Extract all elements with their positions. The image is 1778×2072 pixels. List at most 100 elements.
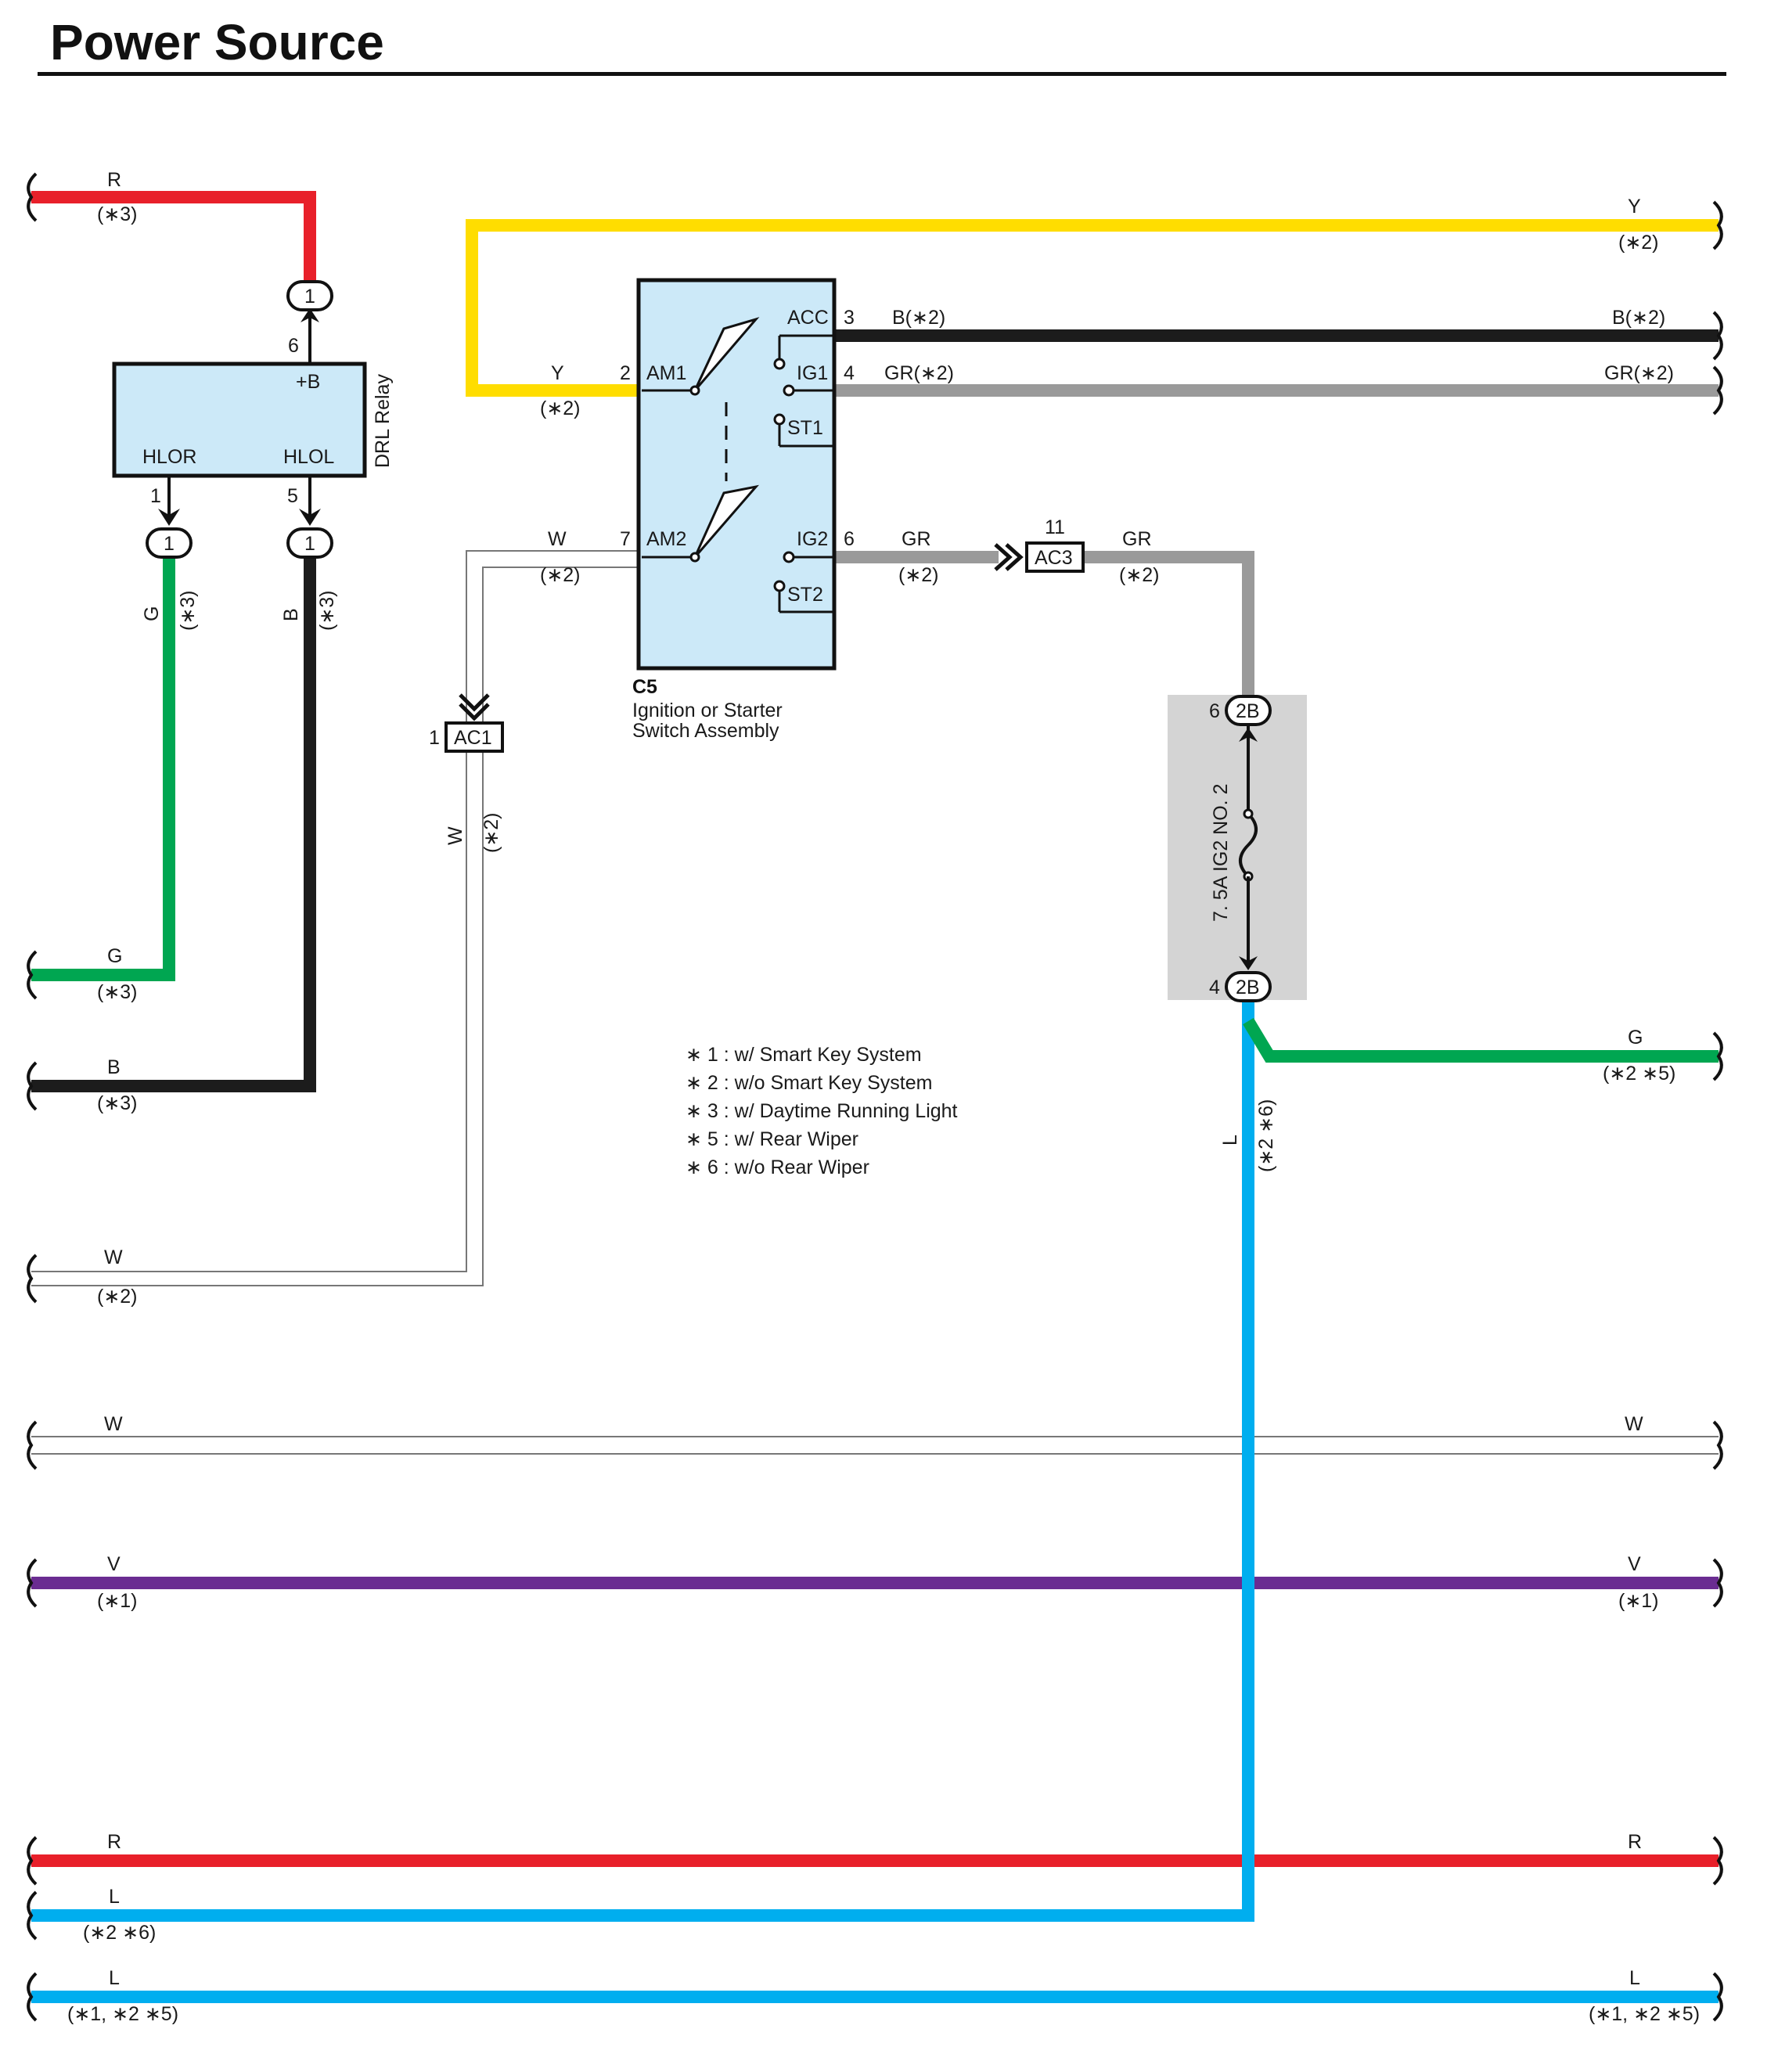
ignition-switch: AM1 AM2 ACC IG1 ST1 IG2 ST2 — [620, 278, 855, 742]
lbl-g-hlor: G — [141, 606, 163, 621]
fuse-connector-bottom-label: 2B — [1236, 977, 1260, 998]
lbl-r-bus-right: R — [1628, 1831, 1642, 1853]
lbl-l-bus2-left: L — [109, 1967, 120, 1989]
lbl-g-left: G — [107, 945, 122, 967]
lbl-gr-ig2-note: (∗2) — [898, 564, 939, 586]
ignition-switch-pin-6: 6 — [844, 528, 855, 550]
drl-relay-body — [112, 362, 367, 478]
page-title: Power Source — [50, 14, 384, 70]
lbl-y-right-note: (∗2) — [1618, 232, 1659, 254]
lbl-r-bus-left: R — [107, 1831, 121, 1853]
title-rule — [38, 72, 1726, 76]
ignition-switch-pin-2: 2 — [620, 362, 631, 384]
note-1: ∗ 1 : w/ Smart Key System — [686, 1044, 922, 1066]
terminal-am1: AM1 — [646, 362, 686, 384]
lbl-y-am1: Y — [551, 362, 564, 384]
wire-w-am2-outer — [31, 550, 639, 1272]
terminal-st1: ST1 — [787, 417, 823, 439]
lbl-g-hlor-note: (∗3) — [177, 590, 199, 631]
fuse-ig2-no2: 2B 6 2B 4 7. 5A IG2 NO. 2 — [1168, 695, 1307, 1002]
lbl-b-acc-right: B(∗2) — [1612, 307, 1665, 329]
drl-relay-pinnum-6: 6 — [288, 335, 299, 357]
lbl-gr-ig2: GR — [902, 528, 931, 550]
ignition-switch-body — [636, 278, 837, 671]
ignition-switch-name-2: Switch Assembly — [632, 720, 779, 742]
connector-ac3: AC3 11 — [994, 516, 1085, 573]
lbl-l-bus2-left-note: (∗1, ∗2 ∗5) — [67, 2003, 178, 2025]
lbl-y-am1-note: (∗2) — [540, 397, 581, 419]
wire-y-am1 — [466, 219, 1719, 397]
lbl-gr-ig1: GR(∗2) — [884, 362, 954, 384]
terminal-am2: AM2 — [646, 528, 686, 550]
lbl-g-right-note: (∗2 ∗5) — [1603, 1063, 1675, 1085]
connector-ac1: AC1 1 — [429, 693, 504, 753]
lbl-y-right: Y — [1628, 196, 1641, 218]
wire-gr-ac3 — [1083, 551, 1254, 695]
drl-relay-connector-left — [146, 527, 193, 559]
wire-r-top — [31, 191, 316, 283]
wire-l-fuse — [31, 1000, 1254, 1922]
lbl-l-bus2-right: L — [1629, 1967, 1640, 1989]
lbl-g-left-note: (∗3) — [97, 981, 138, 1003]
drl-relay-arrow-5 — [299, 509, 321, 526]
drl-relay-connector-right — [286, 527, 333, 559]
note-6: ∗ 6 : w/o Rear Wiper — [686, 1157, 869, 1178]
wire-labels: R (∗3) Y (∗2) Y (∗2) B(∗2) B(∗2) GR(∗2) … — [67, 169, 1700, 2025]
fuse-connector-top-label: 2B — [1236, 700, 1260, 722]
drl-relay-connector-top-label: 1 — [304, 286, 315, 308]
drl-relay-pin-hlor: HLOR — [142, 446, 196, 468]
drl-relay-arrow-1 — [158, 509, 180, 526]
lbl-v-bus-right-note: (∗1) — [1618, 1590, 1659, 1612]
lbl-r-top: R — [107, 169, 121, 191]
lbl-g-right: G — [1628, 1027, 1643, 1049]
ignition-switch-pin-3: 3 — [844, 307, 855, 329]
wire-w-am2-inner — [31, 567, 639, 1286]
drl-relay-pin-plus-b: +B — [296, 371, 320, 393]
drl-relay-connector-left-label: 1 — [164, 533, 175, 555]
lbl-l-bus-left-note: (∗2 ∗6) — [83, 1922, 156, 1944]
lbl-b-hlol: B — [280, 608, 302, 621]
drl-relay-label: DRL Relay — [372, 374, 394, 468]
connector-ac3-label: AC3 — [1035, 547, 1073, 569]
connector-ac3-pin: 11 — [1045, 516, 1065, 538]
drl-relay-pinnum-1: 1 — [150, 485, 161, 507]
lbl-gr-ig1-right: GR(∗2) — [1604, 362, 1674, 384]
connector-ac1-label: AC1 — [454, 727, 492, 749]
drl-relay-pin-hlol: HLOL — [283, 446, 334, 468]
fuse-box — [1168, 695, 1307, 1000]
lbl-w-bus-right: W — [1625, 1413, 1643, 1435]
lbl-v-bus-left-note: (∗1) — [97, 1590, 138, 1612]
wire-b-hlol — [31, 557, 316, 1092]
wire-g-hlor — [31, 557, 175, 981]
lbl-r-top-note: (∗3) — [97, 203, 138, 225]
terminal-ig2: IG2 — [797, 528, 828, 550]
lbl-w-left-2: W — [104, 1246, 123, 1268]
lbl-gr-ac3-note: (∗2) — [1119, 564, 1160, 586]
drl-relay-connector-top — [286, 280, 333, 311]
lbl-w-left-2-note: (∗2) — [97, 1286, 138, 1308]
fuse-connector-bottom — [1225, 971, 1272, 1002]
lbl-w-am2-note: (∗2) — [540, 564, 581, 586]
notes-legend: ∗ 1 : w/ Smart Key System ∗ 2 : w/o Smar… — [686, 1044, 958, 1178]
lbl-b-left-note: (∗3) — [97, 1092, 138, 1114]
lbl-w-ac1-note: (∗2) — [480, 812, 502, 853]
lbl-w-am2: W — [548, 528, 567, 550]
break-symbols — [27, 172, 1723, 2022]
lbl-v-bus-left: V — [107, 1553, 121, 1575]
fuse-pin-top: 6 — [1209, 700, 1220, 722]
fuse-pin-bottom: 4 — [1209, 977, 1220, 998]
lbl-l-fuse: L — [1219, 1135, 1241, 1146]
wire-g-right — [1243, 1017, 1719, 1063]
lbl-l-bus-left: L — [109, 1886, 120, 1908]
lbl-gr-ac3: GR — [1122, 528, 1152, 550]
lbl-l-fuse-note: (∗2 ∗6) — [1255, 1099, 1277, 1172]
lbl-w-ac1: W — [444, 826, 466, 845]
note-3: ∗ 3 : w/ Daytime Running Light — [686, 1100, 958, 1122]
drl-relay-pinnum-5: 5 — [287, 485, 298, 507]
drl-relay-arrow-6 — [301, 308, 319, 322]
lbl-l-bus2-right-note: (∗1, ∗2 ∗5) — [1589, 2003, 1700, 2025]
connector-ac1-pin: 1 — [429, 727, 440, 749]
fuse-name: 7. 5A IG2 NO. 2 — [1210, 784, 1232, 922]
ignition-switch-pin-7: 7 — [620, 528, 631, 550]
